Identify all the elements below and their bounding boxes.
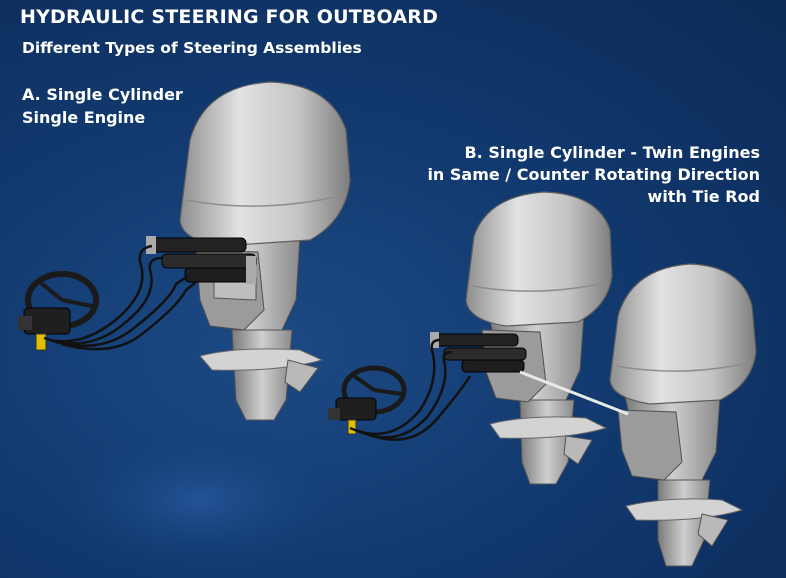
tie-rod — [519, 370, 629, 416]
assembly-b-label: B. Single Cylinder - Twin Engines in Sam… — [427, 142, 760, 208]
page-title: HYDRAULIC STEERING FOR OUTBOARD — [20, 6, 439, 28]
outboard-engine-b1 — [465, 191, 613, 485]
steering-helm-a — [18, 271, 99, 351]
outboard-engine-b2 — [609, 263, 757, 567]
steering-helm-b — [328, 365, 407, 435]
hydraulic-hoses-a — [43, 244, 197, 351]
hydraulic-cylinder-a — [146, 236, 257, 284]
background-glow — [40, 420, 360, 578]
assembly-b-line3: with Tie Rod — [647, 187, 760, 206]
assembly-b-line1: B. Single Cylinder - Twin Engines — [464, 143, 760, 162]
assembly-a-line1: A. Single Cylinder — [22, 85, 183, 104]
hydraulic-hoses-b — [349, 338, 472, 441]
assembly-b-line2: in Same / Counter Rotating Direction — [427, 165, 760, 184]
assembly-a-line2: Single Engine — [22, 108, 146, 127]
assembly-a-label: A. Single Cylinder Single Engine — [22, 83, 183, 129]
hydraulic-cylinder-b — [430, 332, 527, 373]
page-subtitle: Different Types of Steering Assemblies — [22, 39, 362, 57]
